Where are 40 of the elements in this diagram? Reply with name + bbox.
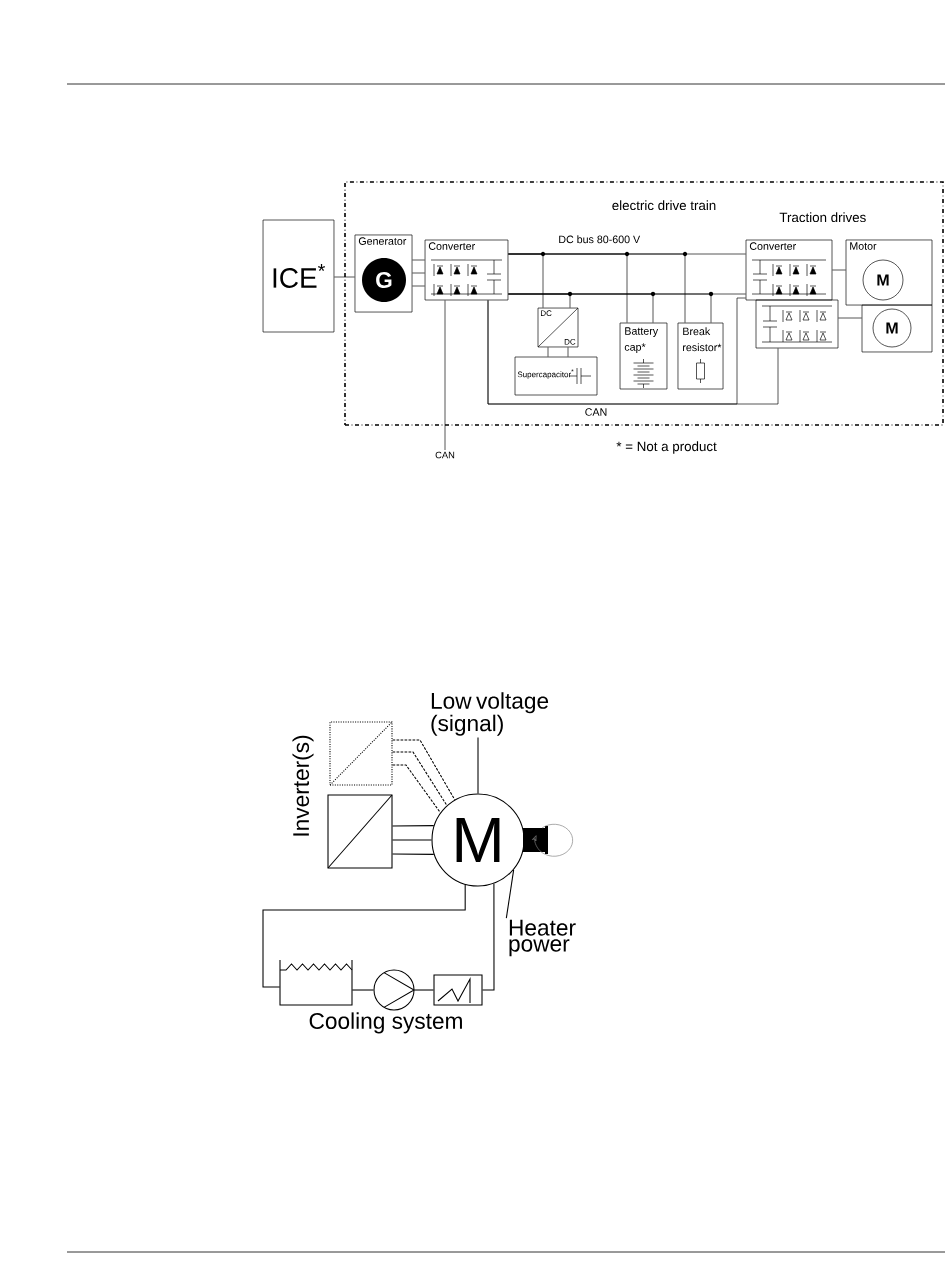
converter-box: Converter bbox=[424, 239, 509, 301]
caption: Cooling system bbox=[309, 1012, 462, 1034]
connector bbox=[507, 253, 712, 323]
connector bbox=[392, 764, 441, 814]
connector bbox=[505, 869, 515, 919]
connector bbox=[392, 739, 456, 801]
connector bbox=[444, 300, 446, 451]
connector bbox=[392, 751, 448, 806]
connector bbox=[547, 346, 569, 357]
rotated-label: Inverter(s) bbox=[292, 735, 314, 836]
connector bbox=[832, 269, 846, 271]
resistor-box: Break resistor* bbox=[677, 322, 724, 390]
connector bbox=[838, 317, 862, 319]
connector bbox=[262, 884, 466, 988]
connector bbox=[351, 989, 374, 991]
footnote: * = Not a product bbox=[616, 441, 717, 454]
callout-label: Low voltage (signal) bbox=[431, 692, 549, 736]
dc-dc-converter-box: DC DC bbox=[537, 307, 579, 348]
connector bbox=[414, 989, 434, 991]
edge-label: CAN bbox=[583, 406, 609, 418]
section-heading: Traction drives bbox=[779, 212, 866, 223]
pump-symbol bbox=[373, 969, 416, 1011]
inverter-symbol bbox=[327, 794, 393, 869]
battery-box: Battery cap* bbox=[619, 322, 668, 390]
converter-box: Converter bbox=[745, 239, 833, 301]
connector bbox=[412, 259, 426, 287]
connector bbox=[482, 883, 495, 991]
heat-exchanger-symbol bbox=[433, 974, 483, 1006]
connector bbox=[333, 276, 355, 278]
inverter-box bbox=[755, 299, 839, 349]
bus-label: DC bus 80-600 V bbox=[559, 235, 641, 244]
motor-box bbox=[861, 304, 933, 353]
bus-label: CAN bbox=[435, 451, 455, 459]
supercapacitor-box: Supercapacitor$^{*}$ bbox=[514, 356, 598, 396]
connector bbox=[477, 736, 479, 794]
callout-label: Heater power bbox=[509, 919, 576, 957]
connector bbox=[392, 825, 435, 855]
engine-box: ICE$^{*}$ bbox=[262, 219, 335, 333]
tank-symbol bbox=[279, 959, 353, 1006]
inverter-symbol bbox=[329, 721, 393, 786]
